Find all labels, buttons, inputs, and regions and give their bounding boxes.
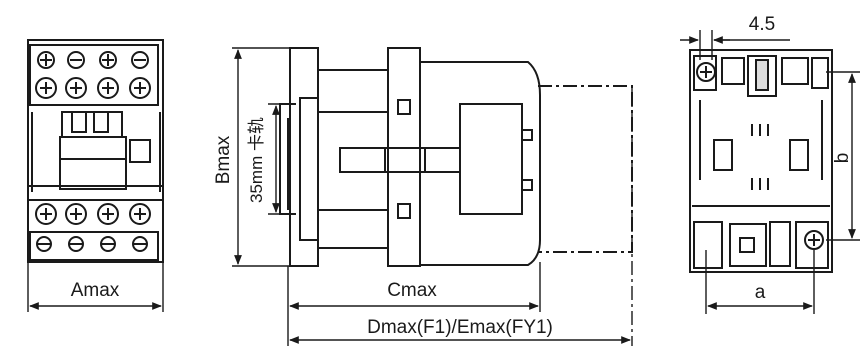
dim-b-label: b [832, 153, 853, 164]
rail-label: 35mm 卡轨 [247, 117, 266, 203]
dim-b [826, 71, 860, 241]
front-top-terminals [29, 44, 159, 106]
front-view-outline [27, 39, 164, 263]
rear-view [689, 49, 833, 273]
side-body-outline [289, 47, 541, 267]
bmax-dimension [232, 47, 290, 267]
amax-label: Amax [71, 280, 120, 301]
dim-a-label: a [755, 282, 766, 303]
side-view [279, 47, 633, 346]
front-bottom-terminals [29, 203, 159, 261]
dim-a [705, 250, 815, 314]
dim-4-5-label: 4.5 [749, 14, 775, 35]
bmax-label: Bmax [213, 135, 234, 184]
front-view [27, 39, 164, 312]
amax-dimension [27, 262, 164, 312]
cmax-dimension [287, 262, 541, 346]
rail-dimension [268, 103, 282, 215]
dmax-emax-label: Dmax(F1)/Emax(FY1) [367, 317, 553, 338]
dim-4-5 [680, 30, 790, 60]
rear-view-outline [689, 49, 833, 273]
auxiliary-module-dashed [538, 85, 633, 253]
front-middle-mechanism [27, 111, 164, 201]
cmax-label: Cmax [387, 280, 437, 301]
